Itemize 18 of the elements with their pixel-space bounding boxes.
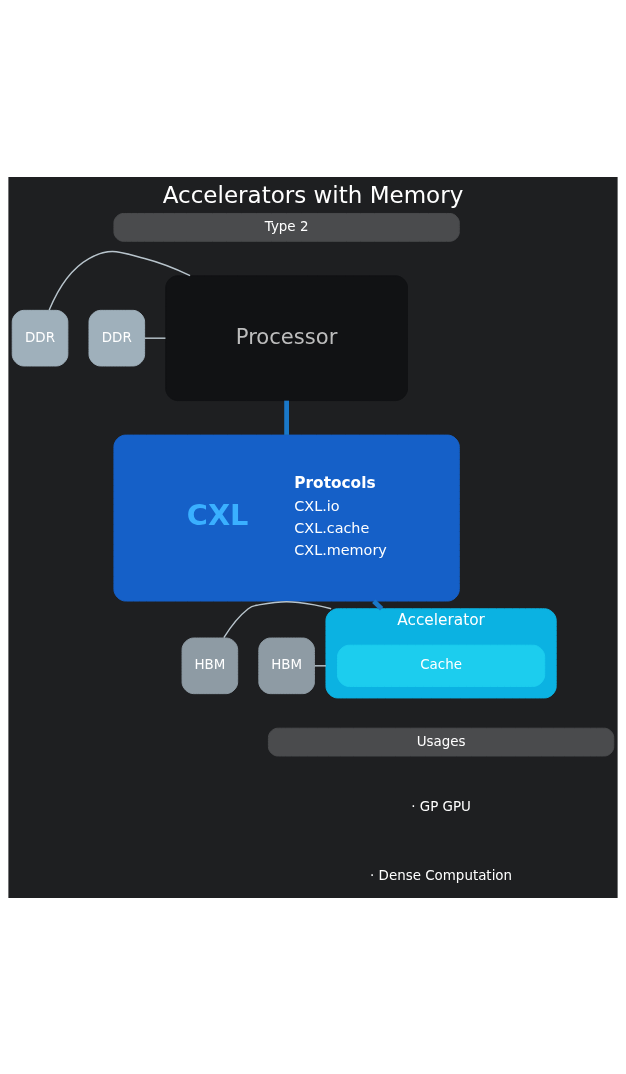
connector [223, 600, 332, 638]
diagram-title: Accelerators with Memory [162, 181, 464, 208]
node-box: HBM [181, 637, 239, 694]
node-box: DDR [88, 309, 146, 366]
label: · GP GPU [411, 798, 471, 814]
node-box: Type 2 [113, 212, 460, 242]
node-box: HBM [258, 637, 315, 694]
node-box: Processor [165, 274, 408, 401]
connector [313, 664, 327, 667]
connector [284, 400, 289, 435]
connector [48, 250, 191, 311]
connector [372, 599, 384, 610]
node-box: DDR [11, 309, 69, 366]
node-box: CXL Protocols CXL.io CXL.cache CXL.memory [113, 434, 460, 602]
connector [143, 336, 167, 339]
node-box: Usages [267, 727, 615, 756]
node-box: Cache [337, 644, 546, 687]
label: · Dense Computation [370, 867, 513, 883]
